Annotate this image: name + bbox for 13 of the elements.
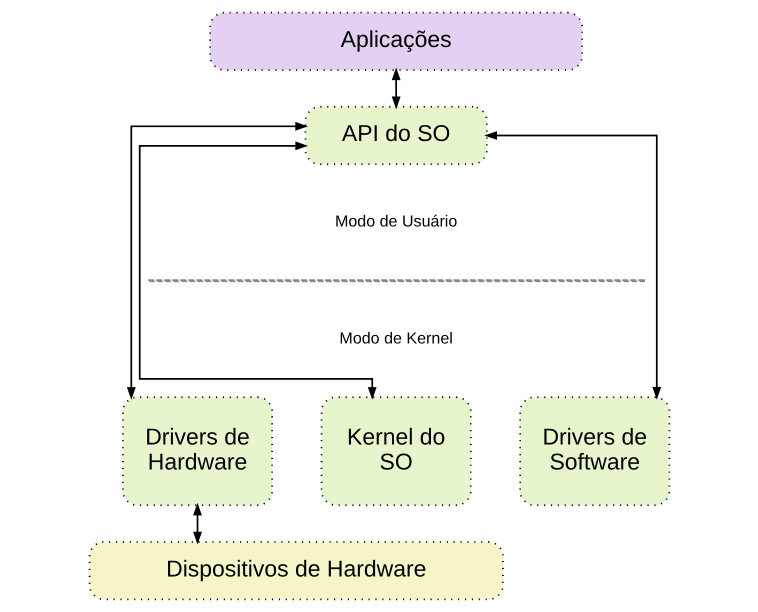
arrow [138, 141, 376, 400]
arrow [192, 502, 202, 544]
arrow [126, 122, 308, 400]
arrow [484, 131, 661, 400]
node-box: Drivers de Hardware [122, 396, 272, 506]
node-box: Aplicações [208, 12, 582, 71]
node-box: API do SO [304, 106, 488, 166]
node-box: Kernel do SO [320, 396, 472, 506]
label: Modo de Usuário [334, 212, 457, 230]
node-box: Dispositivos de Hardware [88, 541, 504, 600]
label: Modo de Kernel [338, 330, 452, 348]
arrow [391, 68, 400, 110]
node-box: Drivers de Software [518, 396, 670, 506]
